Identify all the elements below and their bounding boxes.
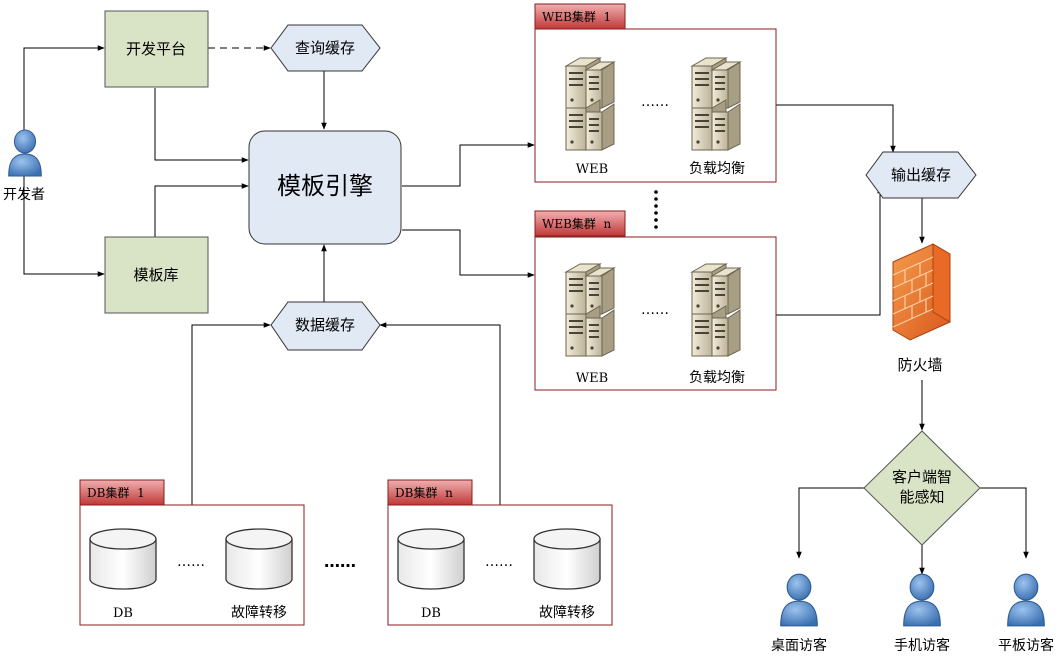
connector-db1-datacache [191,322,271,505]
visitor-desktop: 桌面访客 [771,573,827,654]
db-cluster-n-db-a: DB [421,606,441,621]
template-engine-label: 模板引擎 [277,172,373,200]
person-icon [903,573,941,627]
firewall-label: 防火墙 [897,356,942,374]
database-icon [89,528,157,590]
developer-icon [8,129,42,177]
template-engine-node: 模板引擎 [248,130,402,245]
client-sense-label-line2: 能感知 [899,488,944,506]
output-cache-label: 输出缓存 [891,166,951,184]
firewall-node: 防火墙 [892,243,951,374]
connector-dev-platform [23,45,105,132]
web-cluster-n-tab: WEB集群 n [542,216,612,231]
web-cluster-n: WEB集群 n …… WEB 负载均衡 [534,210,777,391]
db-cluster-between-dots: …… [324,552,356,571]
person-icon [1007,573,1045,627]
database-icon [225,528,293,590]
connector-client-desktop [796,485,871,559]
connector-dbn-datacache [379,322,501,505]
client-sense-label-line1: 客户端智 [892,468,952,486]
server-icon [565,57,615,151]
connectors [23,45,1029,575]
connector-web1-outputcache [776,104,896,153]
web-cluster-1-server-b: 负载均衡 [689,161,745,177]
db-cluster-n: DB集群 n …… DB 故障转移 [387,479,613,626]
web-cluster-1-server-a: WEB [576,162,608,177]
web-cluster-1-dots: …… [641,94,669,110]
firewall-icon [892,243,951,341]
dev-platform-label: 开发平台 [126,40,186,58]
web-cluster-n-server-a: WEB [576,371,608,386]
visitor-desktop-label: 桌面访客 [771,637,827,654]
web-cluster-n-server-b: 负载均衡 [689,370,745,386]
connector-engine-web1 [402,142,535,187]
db-cluster-1-db-b: 故障转移 [231,605,287,621]
server-icon [691,57,741,151]
output-cache-node: 输出缓存 [865,151,977,199]
web-cluster-n-dots: …… [641,302,669,318]
database-icon [533,528,601,590]
template-lib-box: 模板库 [104,236,209,314]
database-icon [397,528,465,590]
visitor-tablet-label: 平板访客 [998,637,1054,654]
dev-platform-box: 开发平台 [104,10,209,88]
connector-engine-webn [402,229,535,278]
db-cluster-1-tab: DB集群 1 [87,485,145,500]
connector-platform-engine [154,88,249,163]
visitor-mobile: 手机访客 [894,573,950,654]
db-cluster-n-dots: …… [485,554,513,570]
web-cluster-vertical-dots [654,190,658,229]
db-cluster-1-db-a: DB [113,606,133,621]
data-cache-label: 数据缓存 [295,316,355,334]
developer-node: 开发者 [3,129,45,203]
template-lib-label: 模板库 [133,266,178,284]
query-cache-node: 查询缓存 [270,24,381,72]
connector-templatelib-engine [154,183,249,237]
connector-client-tablet [973,485,1029,559]
server-icon [691,263,741,357]
visitor-tablet: 平板访客 [998,573,1054,654]
db-cluster-1: DB集群 1 …… DB 故障转移 [79,479,305,626]
db-cluster-1-dots: …… [177,554,205,570]
web-cluster-1-tab: WEB集群 1 [542,9,611,24]
data-cache-node: 数据缓存 [270,301,381,351]
client-sense-node: 客户端智 能感知 [863,430,981,546]
db-cluster-n-db-b: 故障转移 [539,605,595,621]
visitor-mobile-label: 手机访客 [894,637,950,654]
query-cache-label: 查询缓存 [295,39,355,57]
db-cluster-n-tab: DB集群 n [395,485,453,500]
connector-webn-outputcache [776,186,883,316]
developer-label: 开发者 [3,187,45,203]
web-cluster-1: WEB集群 1 …… WEB 负载均衡 [534,3,777,183]
server-icon [565,263,615,357]
person-icon [780,573,818,627]
connector-dev-templatelib [23,176,105,277]
